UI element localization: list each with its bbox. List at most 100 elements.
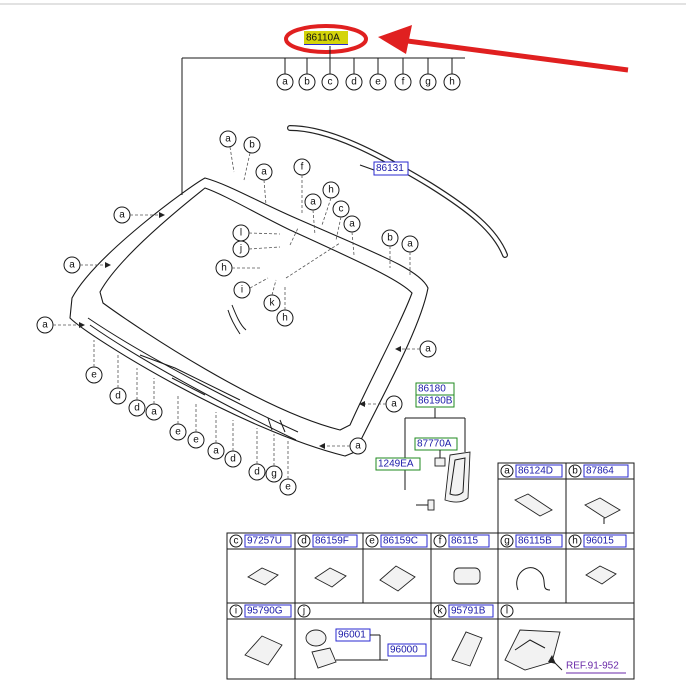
svg-text:k: k <box>438 606 444 617</box>
svg-text:a: a <box>119 210 125 221</box>
cell-k[interactable]: k 95791B <box>433 604 494 667</box>
svg-text:d: d <box>254 467 260 478</box>
part-86159f: 86159F <box>315 536 349 547</box>
label-87770a-box <box>414 437 458 451</box>
svg-text:a: a <box>151 407 157 418</box>
clip-part-c <box>247 567 279 586</box>
mirror-cover-part[interactable] <box>444 451 471 503</box>
label-86180[interactable]: 86180 <box>418 384 446 395</box>
part-95791b: 95791B <box>451 606 486 617</box>
cell-e[interactable]: e 86159C <box>365 534 428 592</box>
svg-text:d: d <box>134 403 140 414</box>
svg-text:i: i <box>241 285 243 296</box>
callout-e[interactable] <box>369 73 387 91</box>
red-arrow-shaft <box>399 37 629 73</box>
svg-text:c: c <box>328 77 333 88</box>
label-1249ea-box <box>375 457 421 471</box>
main-part-highlight <box>304 31 348 44</box>
svg-text:l: l <box>506 606 508 617</box>
svg-text:e: e <box>175 427 181 438</box>
clip-part[interactable] <box>434 457 446 467</box>
part-96015: 96015 <box>586 536 614 547</box>
label-87770a[interactable]: 87770A <box>417 439 452 450</box>
part-86159c: 86159C <box>383 536 418 547</box>
svg-text:h: h <box>282 313 288 324</box>
cell-c[interactable]: c 97257U <box>229 534 292 586</box>
glass-callouts: a a a a b a f h a c a b a l j h <box>36 130 437 496</box>
part-87864: 87864 <box>586 466 614 477</box>
svg-text:b: b <box>572 466 578 477</box>
cell-f[interactable]: f 86115 <box>433 534 490 585</box>
cell-l[interactable]: l REF.91-952 <box>500 604 626 674</box>
main-part-number[interactable]: 86110A <box>306 33 340 44</box>
svg-text:f: f <box>301 162 304 173</box>
callout-h[interactable] <box>443 73 461 91</box>
callout-f[interactable] <box>394 73 412 91</box>
svg-text:g: g <box>504 536 510 547</box>
cell-d[interactable]: d 86159F <box>297 534 358 588</box>
ref-91-952: REF.91-952 <box>566 661 619 672</box>
cell-j[interactable]: j 96001 96000 <box>297 604 427 669</box>
svg-text:a: a <box>225 134 231 145</box>
pad-part-a <box>514 493 553 517</box>
label-1249ea[interactable]: 1249EA <box>378 459 414 470</box>
svg-text:j: j <box>302 606 305 617</box>
part-96000: 96000 <box>390 645 418 656</box>
callout-a[interactable] <box>276 73 294 91</box>
svg-text:a: a <box>282 77 288 88</box>
svg-text:e: e <box>285 482 291 493</box>
svg-text:c: c <box>234 536 239 547</box>
part-95790g: 95790G <box>247 606 283 617</box>
svg-text:f: f <box>439 536 442 547</box>
callout-b[interactable] <box>298 73 316 91</box>
svg-text:a: a <box>391 399 397 410</box>
part-86124d: 86124D <box>518 466 553 477</box>
callout-g[interactable] <box>419 73 437 91</box>
svg-text:g: g <box>271 469 277 480</box>
red-arrow-head <box>378 25 412 54</box>
cell-b[interactable]: b 87864 <box>568 464 629 524</box>
cell-g[interactable]: g 86115B <box>500 534 563 591</box>
svg-text:h: h <box>221 263 227 274</box>
svg-text:d: d <box>301 536 307 547</box>
clip-part-e <box>379 565 416 592</box>
label-86131[interactable]: 86131 <box>376 163 404 174</box>
callout-c[interactable] <box>321 73 339 91</box>
label-86131-box <box>373 161 409 176</box>
callout-d[interactable] <box>345 73 363 91</box>
svg-text:e: e <box>193 435 199 446</box>
svg-text:a: a <box>355 441 361 452</box>
cell-a[interactable]: a 86124D <box>500 464 563 517</box>
svg-text:h: h <box>572 536 578 547</box>
svg-text:a: a <box>349 219 355 230</box>
svg-text:i: i <box>235 606 237 617</box>
label-86190b[interactable]: 86190B <box>418 396 453 407</box>
svg-text:b: b <box>304 77 310 88</box>
svg-text:a: a <box>42 320 48 331</box>
svg-text:a: a <box>310 197 316 208</box>
bracket-part-l <box>504 629 561 671</box>
cell-h[interactable]: h 96015 <box>568 534 627 585</box>
part-97257u: 97257U <box>247 536 282 547</box>
bolt-part[interactable] <box>416 499 435 511</box>
svg-text:d: d <box>115 391 121 402</box>
top-callouts: a b c d e f g h <box>276 73 461 91</box>
part-86115: 86115 <box>451 536 479 547</box>
svg-text:d: d <box>351 77 357 88</box>
pad-part-h <box>585 565 617 585</box>
windshield-glass[interactable] <box>69 177 429 457</box>
svg-text:g: g <box>425 77 431 88</box>
svg-text:a: a <box>425 344 431 355</box>
tree-drops <box>284 58 453 74</box>
svg-text:j: j <box>239 244 242 255</box>
svg-text:a: a <box>213 446 219 457</box>
svg-text:a: a <box>407 239 413 250</box>
cell-i[interactable]: i 95790G <box>229 604 292 666</box>
svg-text:h: h <box>328 185 334 196</box>
svg-text:b: b <box>387 233 393 244</box>
weatherstrip-86131[interactable] <box>287 125 508 258</box>
clip-part-d <box>314 567 347 588</box>
sensor-part-i <box>244 635 283 666</box>
